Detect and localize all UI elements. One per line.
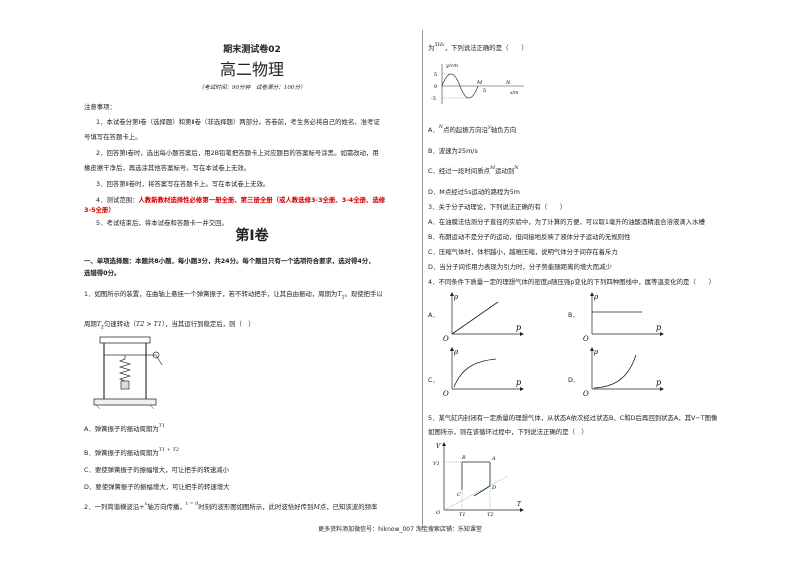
part1-heading-cont: 选错得0分。	[84, 269, 121, 277]
q3-stem: 3．关于分子动理论，下列说法正确的有（ ）	[428, 203, 567, 211]
origin-o: O	[443, 390, 449, 397]
exam-title: 期末测试卷02	[223, 45, 281, 55]
notice-line-4: 4．测试范围：人教新教材选择性必修第一册全册、第三册全册（或人教选修3-3全册、…	[96, 196, 432, 204]
left-column: 期末测试卷02 高二物理 （考试时间：90分钟 试卷满分：100分） 注意事项：…	[84, 0, 420, 566]
q4-stem: 4．不同条件下质量一定的理想气体的密度ρ随压强p变化的下列四种图线中，属等温变化…	[428, 278, 715, 286]
q1-option-b: B．弹簧振子的振动周期为T1 + T2	[84, 447, 180, 457]
q1-option-a: A．弹簧振子的振动周期为T1	[84, 423, 166, 433]
q4-graph-c: ρ p O	[443, 347, 524, 397]
wave-y-label: y/cm	[445, 63, 458, 69]
test-scope-cont: 3-5全册）	[84, 206, 115, 214]
axis-p: p	[516, 378, 521, 387]
q4-label-c: C．	[428, 376, 439, 384]
q3-option-c: C．压缩气体时，体积越小，越难压缩，说明气体分子间存在着斥力	[428, 248, 618, 256]
q5-vt-graph: V T V1 T1 T2 A B C D O	[433, 442, 524, 516]
q3-option-b: B．布朗运动不是分子的运动，但间接地反映了液体分子运动的无规则性	[428, 233, 631, 241]
q4-graph-d: ρ p O	[583, 347, 664, 397]
q5-stem: 5．某气缸内封闭有一定质量的理想气体，从状态A依次经过状态B、C和D后再回到状态…	[428, 414, 718, 422]
crank-spring-apparatus-figure	[93, 336, 163, 410]
q3-option-d: D．当分子间作用力表现为引力时，分子势能随距离的增大而减少	[428, 263, 612, 271]
q4-label-a: A．	[428, 311, 439, 319]
notice-title: 注意事项：	[84, 103, 116, 111]
vt-tick-t2: T2	[487, 512, 494, 516]
vt-point-c: C	[457, 492, 461, 498]
vt-origin: O	[436, 510, 440, 516]
q1-stem-cont: 周期T2匀速转动（T2 > T1），当其运行到稳定后，则（ ）	[84, 320, 255, 331]
q3-option-a: A．在油膜法估测分子直径的实验中，为了计算的方便，可以取1毫升的油酸酒精混合溶液…	[428, 218, 705, 226]
notice-line: 3．回答第Ⅱ卷时，将答案写在答题卡上。写在本试卷上无效。	[96, 180, 270, 188]
q2-option-c: C．经过一段时间质点M运动到N	[428, 165, 519, 175]
notice-4-prefix: 4．测试范围：	[96, 196, 139, 204]
test-scope: 人教新教材选择性必修第一册全册、第三册全册（或人教选修3-3全册、3-4全册、选…	[138, 196, 386, 204]
q2-option-d: D．M点经过5s运动的路程为5m	[428, 188, 521, 196]
q2-option-a: A．N点的起振方向沿y轴负方向	[428, 124, 517, 134]
column-divider	[422, 30, 423, 530]
vt-tick-t1: T1	[459, 512, 466, 516]
notice-line: 1．本试卷分第Ⅰ卷（选择题）和第Ⅱ卷（非选择题）两部分。答卷前，考生务必将自己的…	[96, 118, 380, 126]
page-footer: 更多资料添加微信号：hiknow_007 淘宝搜索店铺：乐知课堂	[318, 526, 482, 533]
axis-rho: ρ	[453, 293, 459, 301]
exam-info: （考试时间：90分钟 试卷满分：100分）	[198, 85, 306, 91]
q4-graph-b: ρ p O	[583, 292, 664, 342]
notice-line-5: 5．考试结束后，将本试卷和答题卡一并交回。	[96, 219, 228, 227]
origin-o: O	[443, 335, 449, 342]
vt-axis-t: T	[517, 501, 522, 508]
axis-rho: ρ	[453, 348, 459, 356]
notice-line: 号填写在答题卡上。	[84, 133, 142, 141]
wave-point-n: N	[505, 80, 511, 86]
vt-point-a: A	[491, 456, 496, 462]
q1-option-c: C．要使弹簧振子的振幅增大，可让把手的转速减小	[84, 466, 230, 474]
part1-heading: 一、单项选择题：本题共8小题，每小题3分，共24分。每个题目只有一个选项符合要求…	[84, 257, 375, 265]
vt-tick-v1: V1	[433, 461, 440, 467]
axis-p: p	[656, 378, 661, 387]
wave-y-tick: -5	[431, 96, 436, 102]
axis-rho: ρ	[593, 348, 599, 356]
wave-y-tick: 5	[434, 72, 437, 78]
q2-option-b: B．波速为25m/s	[428, 147, 478, 155]
notice-line: 2．回答第Ⅰ卷时，选出每小题答案后，用2B铅笔把答题卡上对应题目的答案标号涂黑。…	[96, 149, 379, 157]
axis-rho: ρ	[593, 293, 599, 301]
axis-p: p	[516, 323, 521, 332]
origin-o: O	[583, 335, 589, 342]
wave-point-m: M	[476, 80, 483, 86]
axis-p: p	[656, 323, 661, 332]
q4-graph-a: ρ p O	[443, 292, 524, 342]
q1-option-d: D．要使弹簧振子的振幅增大，可让把手的转速增大	[84, 483, 230, 491]
right-column: 为5Hz，下列说法正确的是（ ） y/cm 5 0 -5 5 M N x/m A…	[428, 0, 764, 566]
notice-line: 橡皮擦干净后，再选涂其他答案标号。写在本试卷上无效。	[84, 164, 251, 172]
q2-wave-graph: y/cm 5 0 -5 5 M N x/m	[431, 63, 524, 104]
vt-axis-v: V	[436, 443, 441, 450]
subject-title: 高二物理	[219, 60, 284, 79]
q2-stem: 2．一列简谐横波沿+x轴方向传播，t = 0时刻的波形图如图所示，此时波恰好传到…	[84, 501, 378, 511]
q5-stem-cont: 如图所示，则在该循环过程中，下列说法正确的是（ ）	[428, 428, 588, 436]
vt-point-b: B	[461, 455, 466, 461]
q4-label-b: B．	[568, 311, 579, 319]
q2-stem-cont: 为5Hz，下列说法正确的是（ ）	[428, 42, 528, 52]
origin-o: O	[583, 390, 589, 397]
vt-point-d: D	[491, 485, 496, 491]
q1-stem: 1．如图所示的装置，在曲轴上悬挂一个弹簧振子，若不转动把手，让其自由振动，周期为…	[84, 290, 383, 301]
section-title: 第Ⅰ卷	[235, 228, 269, 244]
wave-x-tick: 5	[483, 88, 486, 94]
wave-y-tick: 0	[434, 84, 437, 90]
q4-label-d: D．	[568, 376, 580, 384]
wave-x-label: x/m	[510, 90, 518, 96]
